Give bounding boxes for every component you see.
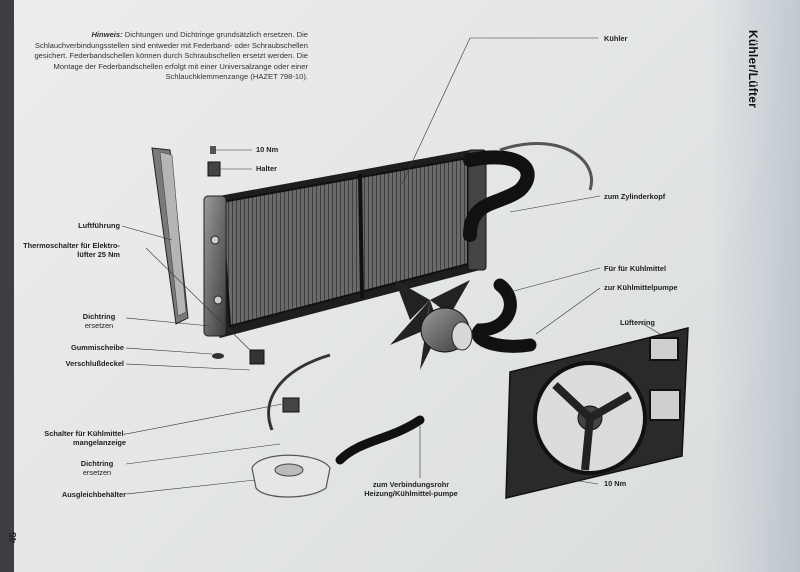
bolt-part	[210, 146, 216, 154]
label-air-duct: Luftführung	[78, 221, 120, 230]
lower-hose-part	[471, 278, 537, 353]
label-radiator: Kühler	[604, 34, 628, 43]
hint-prefix: Hinweis:	[91, 30, 123, 39]
page-edge-shadow	[710, 0, 800, 572]
label-sealing-ring-1-sub: ersetzen	[84, 321, 114, 330]
radiator-part	[203, 149, 487, 338]
upper-hose-part	[463, 150, 535, 242]
section-title: Kühler/Lüfter	[746, 30, 760, 108]
fan-motor-part	[390, 280, 473, 370]
label-to-coolant-pump: zur Kühlmittelpumpe	[604, 283, 678, 292]
coolant-switch-part	[282, 397, 300, 413]
label-sealing-ring-2-text: Dichtring	[80, 459, 114, 468]
label-sealing-ring-2-sub: ersetzen	[82, 468, 112, 477]
label-fan-ring: Lüfterring	[620, 318, 655, 327]
label-expansion-tank: Ausgleichbehälter	[61, 490, 126, 499]
fan-shroud-part	[505, 327, 689, 499]
thin-hose-part	[499, 142, 593, 191]
label-to-heater-pipe: zum Verbindungsrohr Heizung/Kühlmittel-p…	[364, 480, 458, 498]
label-cap: Verschlußdeckel	[65, 359, 124, 368]
leader-lines	[121, 37, 661, 495]
hint-text: Dichtungen und Dichtringe grundsätzlich …	[34, 30, 308, 82]
label-rubber-washer: Gummischeibe	[71, 343, 124, 352]
label-sealing-ring-1: Dichtring ersetzen	[70, 312, 128, 330]
label-sealing-ring-2: Dichtring ersetzen	[66, 459, 128, 477]
label-bracket: Halter	[256, 164, 277, 173]
manual-page	[14, 0, 800, 572]
rubber-washer-part	[212, 353, 224, 359]
heater-hose-part	[335, 415, 425, 465]
label-coolant-switch: Schalter für Kühlmittel-mangelanzeige	[44, 429, 126, 447]
thermo-switch-part	[249, 349, 265, 365]
reservoir-hose-part	[267, 353, 331, 431]
label-to-cylinder-head: zum Zylinderkopf	[604, 192, 666, 201]
label-sealing-ring-1-text: Dichtring	[82, 312, 116, 321]
label-thermo-switch: Thermoschalter für Elektro-lüfter 25 Nm	[23, 241, 120, 259]
label-coolant-from: Für für Kühlmittel	[604, 264, 666, 273]
hint-paragraph: Hinweis: Dichtungen und Dichtringe grund…	[18, 30, 308, 83]
label-torque-bottom: 10 Nm	[604, 479, 627, 488]
label-torque-top: 10 Nm	[256, 145, 279, 154]
expansion-tank-part	[251, 454, 331, 498]
